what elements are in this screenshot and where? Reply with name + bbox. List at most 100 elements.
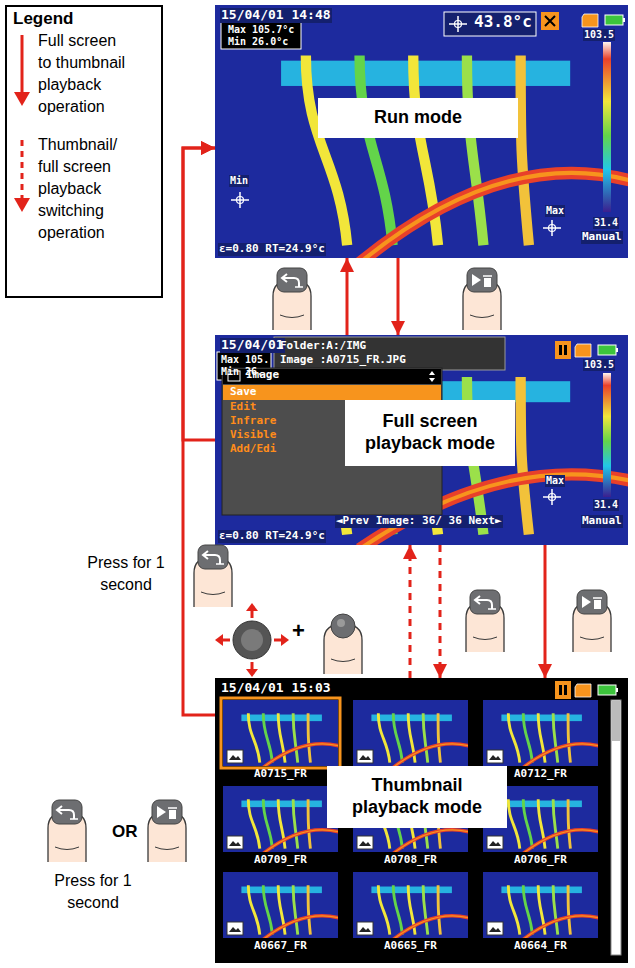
screen-readout: 43.8°c (473, 13, 533, 31)
screen-readout: Infrare (229, 415, 277, 428)
mode-label-box: Thumbnail playback mode (327, 766, 507, 828)
finger-press-icon (194, 545, 232, 607)
illustration-part (251, 662, 254, 670)
illustration-part (248, 799, 259, 849)
spot-temp-box (444, 12, 536, 36)
illustration-part (616, 348, 618, 352)
illustration-part (248, 713, 259, 763)
finger-press-icon (273, 268, 311, 330)
illustration-part (616, 688, 618, 692)
illustration-part (508, 799, 520, 849)
thermal-image (353, 872, 468, 938)
screen-capture: 15/04/01 14:48Max 105.7°cMin 26.0°c43.8°… (215, 5, 628, 258)
screen-readout: A0708_FR (353, 854, 468, 867)
illustration-part (551, 220, 553, 236)
screen-readout: Max 105.7°c (227, 24, 295, 36)
illustration-part (222, 639, 230, 642)
transition-arrow (409, 545, 412, 678)
illustration-part (393, 916, 468, 938)
illustration-part (169, 810, 176, 819)
mode-label-box: Run mode (318, 98, 518, 138)
illustration-part (521, 56, 529, 246)
thermal-image (223, 786, 338, 852)
file-type-icon (357, 836, 373, 849)
annotation: Press for 1 second (48, 870, 138, 914)
illustration-part (251, 610, 254, 618)
readout-box (221, 21, 301, 49)
file-type-glyph (229, 755, 241, 760)
screen-readout: A0667_FR (223, 940, 338, 953)
illustration-part (293, 713, 298, 763)
illustration-part (523, 916, 598, 938)
illustration-part (281, 634, 289, 646)
illustration-part (157, 806, 166, 818)
screen-readout: ε=0.80 RT=24.9°c (218, 530, 326, 543)
transition-arrow (346, 258, 349, 335)
mode-name: Run mode (374, 107, 462, 129)
illustration-part (523, 830, 598, 852)
illustration-part (523, 799, 532, 849)
illustration-part (241, 715, 322, 722)
illustration-part (501, 887, 582, 894)
illustration-part (423, 713, 428, 763)
illustration-part (559, 685, 562, 695)
screen-capture: 15/04/01Folder:A:/IMGImage :A0715_FR.JPG… (215, 335, 628, 545)
file-type-icon (357, 750, 373, 763)
illustration-part (274, 639, 282, 642)
transition-arrow (544, 545, 547, 678)
illustration-part (281, 61, 570, 86)
illustration-part (521, 377, 529, 535)
illustration-part (523, 885, 532, 935)
illustration-part (241, 801, 322, 808)
screen-readout: 15/04/01 (220, 338, 285, 353)
screen-readout: Manual (581, 231, 623, 244)
crosshair-mode-icon (541, 12, 559, 30)
illustration-part (52, 800, 82, 824)
illustration-part (501, 801, 582, 808)
file-type-glyph (359, 755, 371, 760)
screen-readout: A0664_FR (483, 940, 598, 953)
scrollbar-thumb (612, 701, 620, 741)
illustration-part (501, 715, 582, 722)
illustration-part (152, 800, 182, 824)
illustration-part (337, 619, 345, 627)
screen-readout: 103.5 (583, 29, 615, 41)
illustration-part (360, 56, 393, 246)
file-type-icon (487, 836, 503, 849)
transition-arrow (439, 545, 442, 678)
illustration-part (308, 799, 310, 849)
finger-press-icon (48, 800, 86, 862)
illustration-part (282, 274, 299, 287)
illustration-part (203, 551, 220, 564)
file-type-icon (487, 922, 503, 935)
illustration-part (438, 885, 440, 935)
illustration-part (523, 916, 598, 938)
menu-header (223, 369, 441, 384)
illustration-part (233, 621, 271, 659)
illustration-part (57, 806, 74, 819)
file-type-icon (227, 922, 243, 935)
illustration-part (564, 685, 567, 695)
illustration-part (246, 669, 258, 677)
illustration-part (201, 592, 225, 595)
illustration-part (523, 744, 598, 766)
screen-readout: Min (229, 175, 249, 187)
illustration-part (393, 744, 468, 766)
illustration-part (215, 335, 628, 545)
illustration-part (55, 847, 79, 850)
illustration-part (568, 885, 570, 935)
illustration-part (21, 35, 24, 93)
illustration-part (549, 494, 556, 501)
thermal-image (223, 872, 338, 938)
scrollbar (611, 700, 621, 955)
illustration-part (241, 629, 263, 651)
illustration-part (467, 268, 497, 292)
illustration-part (360, 173, 628, 258)
screen-readout: Visible (229, 429, 277, 442)
illustration-part (263, 830, 338, 852)
illustration-part (14, 198, 30, 212)
thermal-image (223, 700, 338, 766)
thermal-image (483, 872, 598, 938)
illustration-part (555, 681, 571, 699)
